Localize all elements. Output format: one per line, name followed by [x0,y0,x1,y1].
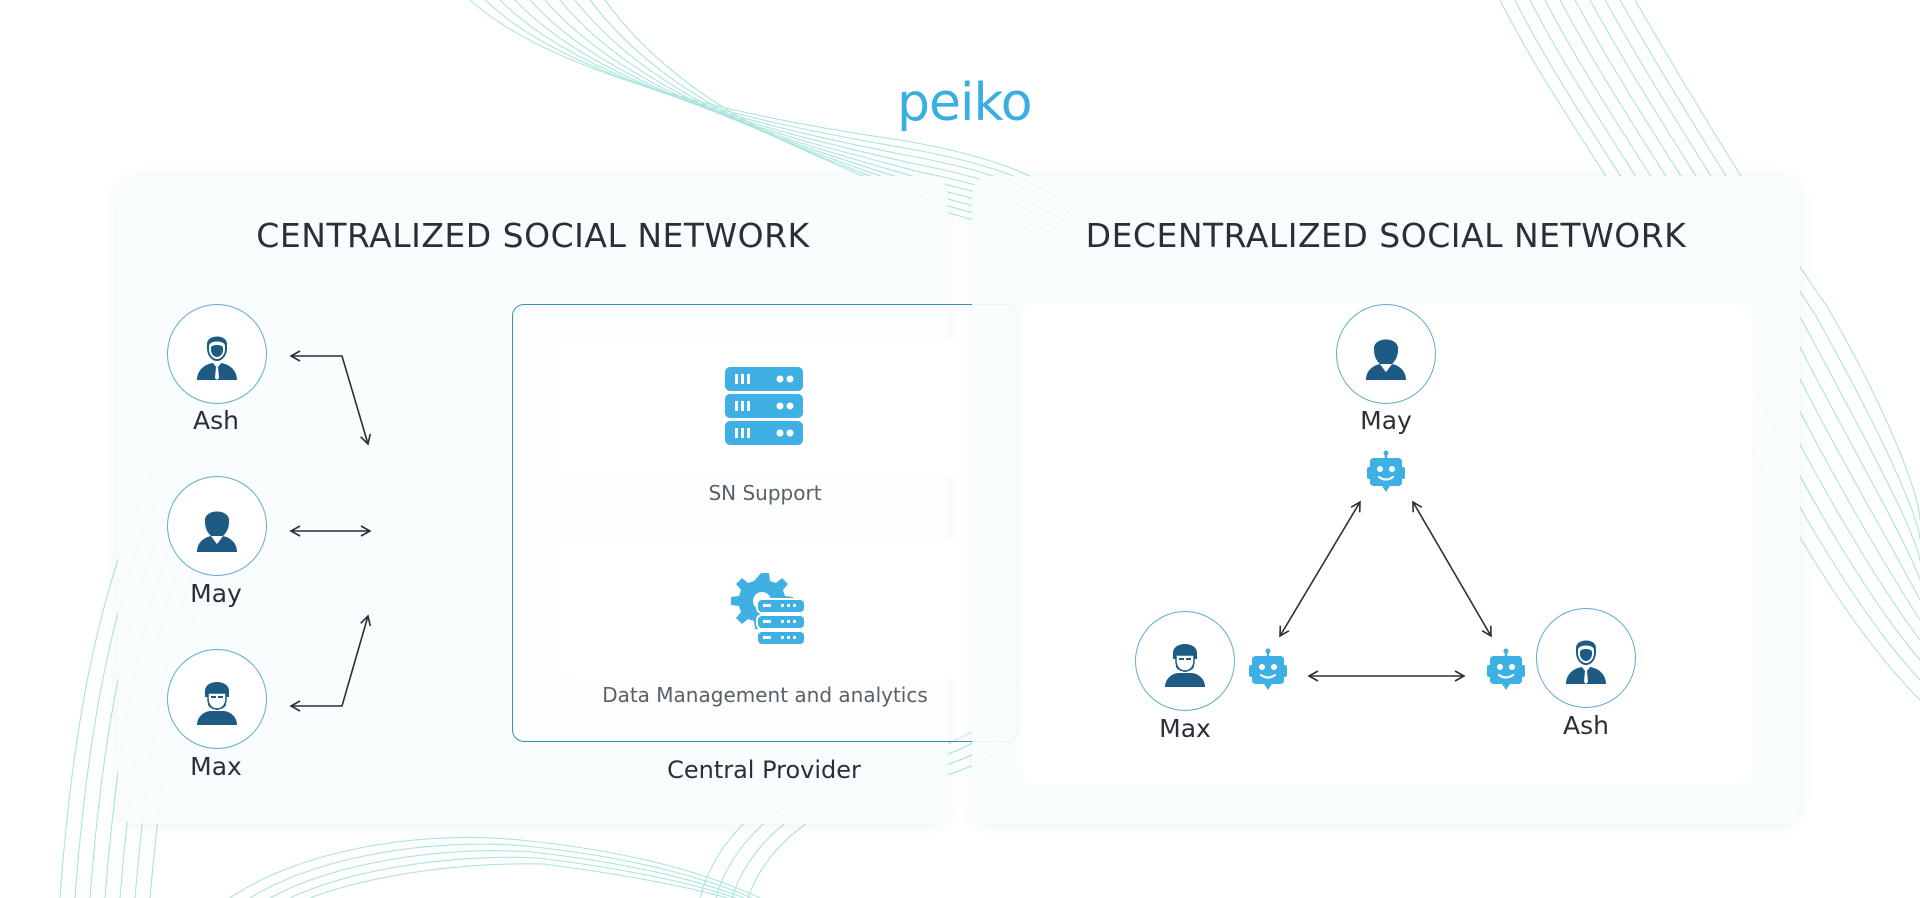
data-management-card [559,539,967,679]
peiko-logo: peiko [897,72,1033,134]
avatar-ash [167,304,267,404]
central-provider-box: SN Support Data Management and analytics [512,304,1018,742]
avatar-max [167,649,267,749]
node-name-ash: Ash [1563,711,1609,740]
data-management-label: Data Management and analytics [602,683,928,707]
decentralized-connectors [1279,500,1492,682]
woman-icon [1366,339,1406,380]
node-name-max: Max [1159,714,1211,743]
centralized-panel: CENTRALIZED SOCIAL NETWORK Ash May [118,176,1018,824]
robot-icon [1249,648,1287,690]
user-name-may: May [190,579,242,608]
decentralized-panel: DECENTRALIZED SOCIAL NETWORK May Max [972,176,1800,824]
avatar-may [167,476,267,576]
robot-icon [1487,648,1525,690]
robot-icon [1367,450,1405,492]
decentralized-title: DECENTRALIZED SOCIAL NETWORK [1085,216,1687,255]
sn-support-card [559,339,967,475]
node-avatar-max [1135,611,1235,711]
logo-text: peiko [897,73,1033,133]
bearded-man-icon [197,682,237,725]
bearded-man-icon [1165,644,1205,687]
database-gear-icon [731,573,806,646]
central-provider-label: Central Provider [667,756,861,784]
connector-may-max [1279,500,1361,638]
connector-max-provider [289,614,372,712]
node-name-may: May [1360,406,1412,435]
user-name-max: Max [190,752,242,781]
connector-may-ash [1412,500,1492,638]
node-avatar-may [1336,304,1436,404]
connector-ash-provider [289,350,372,446]
woman-icon [197,511,237,552]
centralized-connectors [289,350,372,712]
user-name-ash: Ash [193,406,239,435]
server-stack-icon [725,367,803,445]
centralized-title: CENTRALIZED SOCIAL NETWORK [256,216,810,255]
node-avatar-ash [1536,608,1636,708]
man-in-suit-icon [197,336,237,380]
sn-support-label: SN Support [708,481,822,505]
man-in-suit-icon [1566,640,1606,684]
